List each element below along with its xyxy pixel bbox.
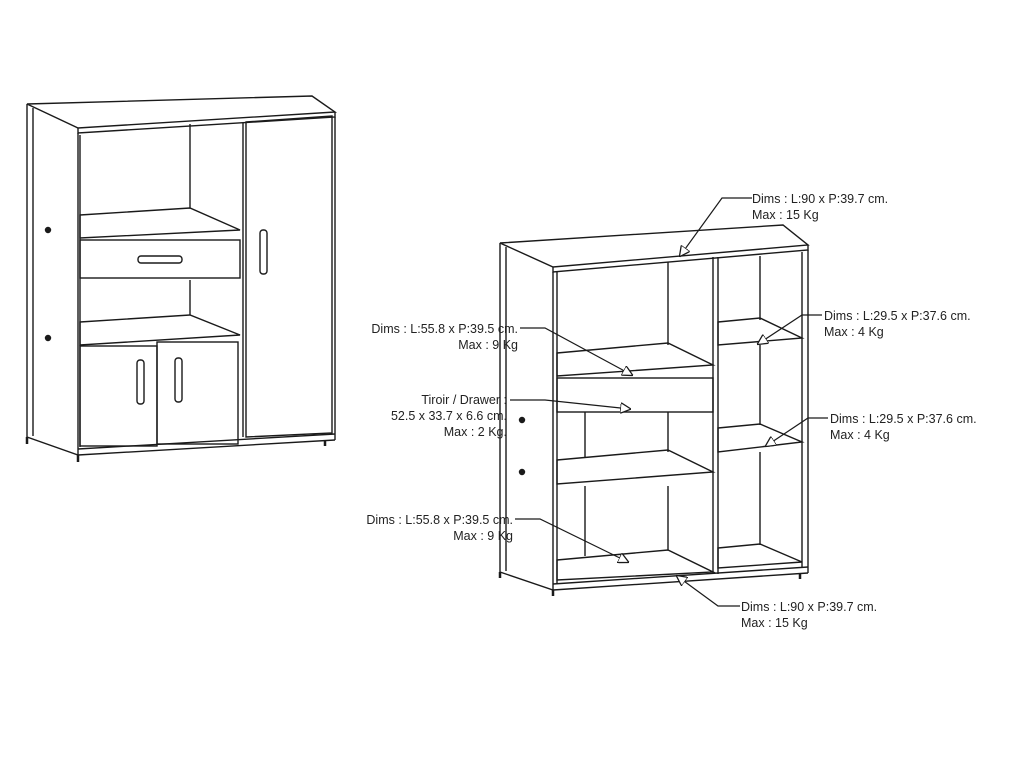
annotation-max: Max : 4 Kg bbox=[830, 428, 890, 442]
middle-open-shelf bbox=[79, 314, 241, 346]
closed-cabinet-drawing bbox=[25, 95, 338, 462]
drawer-handle bbox=[137, 255, 183, 264]
tall-door bbox=[245, 115, 333, 438]
right-bottom-shelf bbox=[717, 543, 803, 569]
right-upper-shelf bbox=[717, 317, 805, 346]
unit-left-side bbox=[499, 243, 554, 591]
annotation-dims: Dims : L:90 x P:39.7 cm. bbox=[741, 600, 878, 614]
drawer bbox=[556, 377, 714, 413]
cabinet-left-side bbox=[26, 104, 79, 456]
annotation-dims: 52.5 x 33.7 x 6.6 cm. bbox=[390, 409, 507, 423]
annotation-max: Max : 9 Kg bbox=[458, 338, 518, 352]
annotation-max: Max : 15 Kg bbox=[752, 208, 819, 222]
left-upper-shelf-annotation: Dims : L:55.8 x P:39.5 cm. Max : 9 Kg bbox=[371, 321, 518, 353]
left-lower-shelf-annotation: Dims : L:55.8 x P:39.5 cm. Max : 9 Kg bbox=[366, 512, 513, 544]
open-shelf-unit-drawing bbox=[498, 224, 810, 596]
annotation-dims: Dims : L:55.8 x P:39.5 cm. bbox=[366, 513, 513, 527]
annotation-dims: Dims : L:55.8 x P:39.5 cm. bbox=[371, 322, 518, 336]
top-panel-annotation: Dims : L:90 x P:39.7 cm. Max : 15 Kg bbox=[752, 191, 888, 223]
left-middle-shelf bbox=[556, 449, 716, 485]
left-upper-shelf bbox=[556, 342, 716, 377]
right-upper-shelf-annotation: Dims : L:29.5 x P:37.6 cm. Max : 4 Kg bbox=[824, 308, 971, 340]
annotation-dims: Dims : L:29.5 x P:37.6 cm. bbox=[824, 309, 971, 323]
right-lower-shelf-annotation: Dims : L:29.5 x P:37.6 cm. Max : 4 Kg bbox=[830, 411, 977, 443]
annotation-title: Tiroir / Drawer : bbox=[421, 393, 507, 407]
bottom-panel-annotation: Dims : L:90 x P:39.7 cm. Max : 15 Kg bbox=[741, 599, 877, 631]
drawer-front bbox=[79, 239, 241, 279]
leader-lines bbox=[510, 197, 828, 607]
annotation-max: Max : 4 Kg bbox=[824, 325, 884, 339]
door-handle-left bbox=[136, 359, 145, 405]
upper-open-shelf bbox=[79, 207, 241, 239]
cabinet-top-front bbox=[77, 112, 336, 134]
annotation-max: Max : 15 Kg bbox=[741, 616, 808, 630]
annotation-dims: Dims : L:29.5 x P:37.6 cm. bbox=[830, 412, 977, 426]
lower-left-door bbox=[79, 345, 158, 447]
left-bottom-shelf bbox=[556, 549, 716, 581]
right-lower-shelf bbox=[717, 423, 805, 453]
lower-right-door bbox=[156, 341, 239, 445]
annotation-max: Max : 9 Kg bbox=[453, 529, 513, 543]
drawer-annotation: Tiroir / Drawer : 52.5 x 33.7 x 6.6 cm. … bbox=[391, 392, 507, 440]
door-handle-right bbox=[174, 357, 183, 403]
cabinet-top bbox=[26, 95, 338, 129]
annotation-dims: Dims : L:90 x P:39.7 cm. bbox=[752, 192, 889, 206]
tall-door-handle bbox=[259, 229, 268, 275]
unit-top bbox=[499, 224, 810, 268]
annotation-max: Max : 2 Kg. bbox=[443, 425, 507, 439]
